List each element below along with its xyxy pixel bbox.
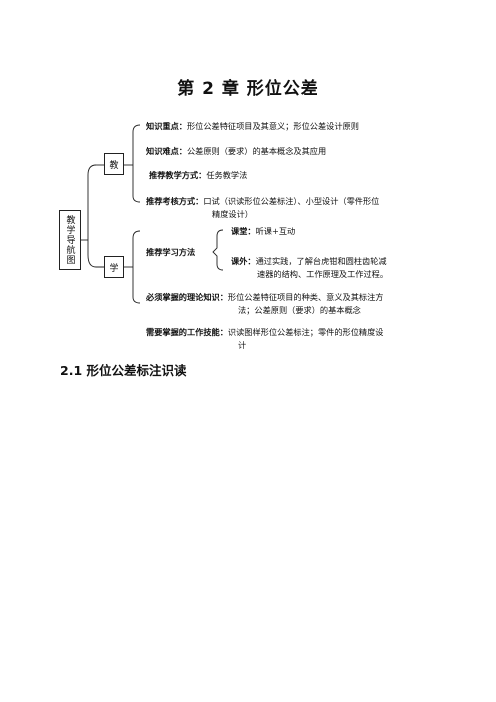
theory-line: 必须掌握的理论知识：形位公差特征项目的种类、意义及其标注方 (146, 291, 383, 303)
teaching-navigation-label: 教学导航图 (64, 215, 75, 265)
skills-continuation: 计 (238, 340, 247, 350)
difficulties-label: 知识难点： (146, 146, 187, 156)
learn-box: 学 (104, 256, 124, 278)
learn-label: 学 (109, 263, 119, 274)
key-points-label: 知识重点： (146, 121, 187, 131)
difficulties-text: 公差原则（要求）的基本概念及其应用 (186, 146, 327, 156)
teach-box: 教 (104, 153, 124, 175)
teaching-method-text: 任务教学法 (206, 170, 248, 180)
chapter-title: 第 2 章 形位公差 (177, 79, 319, 99)
learning-method-label: 推荐学习方法 (146, 246, 195, 258)
extracurricular-text: 通过实践，了解台虎钳和圆柱齿轮减 (255, 256, 387, 266)
theory-label: 必须掌握的理论知识： (146, 292, 228, 302)
assessment-text: 口试（识读形位公差标注）、小型设计（零件形位 (203, 196, 380, 206)
theory-continuation: 法；公差原则（要求）的基本概念 (238, 305, 361, 315)
key-points-text: 形位公差特征项目及其意义；形位公差设计原则 (186, 121, 359, 131)
extracurricular-label: 课外： (231, 256, 256, 266)
classroom-text: 听课+互动 (255, 226, 296, 236)
learning-method-text: 推荐学习方法 (146, 247, 196, 257)
teaching-navigation-box: 教学导航图 (59, 210, 81, 270)
assessment-line: 推荐考核方式：口试（识读形位公差标注）、小型设计（零件形位 (146, 195, 379, 207)
teaching-method-label: 推荐教学方式： (149, 170, 207, 180)
extracurricular-line: 课外：通过实践，了解台虎钳和圆柱齿轮减 (231, 255, 387, 267)
teaching-method-line: 推荐教学方式：任务教学法 (149, 169, 247, 181)
difficulties-line: 知识难点：公差原则（要求）的基本概念及其应用 (146, 145, 326, 157)
teach-label: 教 (109, 160, 119, 171)
classroom-label: 课堂： (231, 226, 256, 236)
assessment-label: 推荐考核方式： (146, 196, 204, 206)
section-heading: 2.1 形位公差标注识读 (60, 363, 187, 378)
skills-label: 需要掌握的工作技能： (146, 327, 228, 337)
skills-line: 需要掌握的工作技能：识读图样形位公差标注；零件的形位精度设 (146, 326, 383, 338)
classroom-line: 课堂：听课+互动 (231, 225, 295, 237)
assessment-continuation: 精度设计） (212, 209, 253, 219)
key-points-line: 知识重点：形位公差特征项目及其意义；形位公差设计原则 (146, 120, 359, 132)
skills-text: 识读图样形位公差标注；零件的形位精度设 (227, 327, 384, 337)
extracurricular-continuation: 速器的结构、工作原理及工作过程。 (257, 269, 389, 279)
theory-text: 形位公差特征项目的种类、意义及其标注方 (227, 292, 384, 302)
